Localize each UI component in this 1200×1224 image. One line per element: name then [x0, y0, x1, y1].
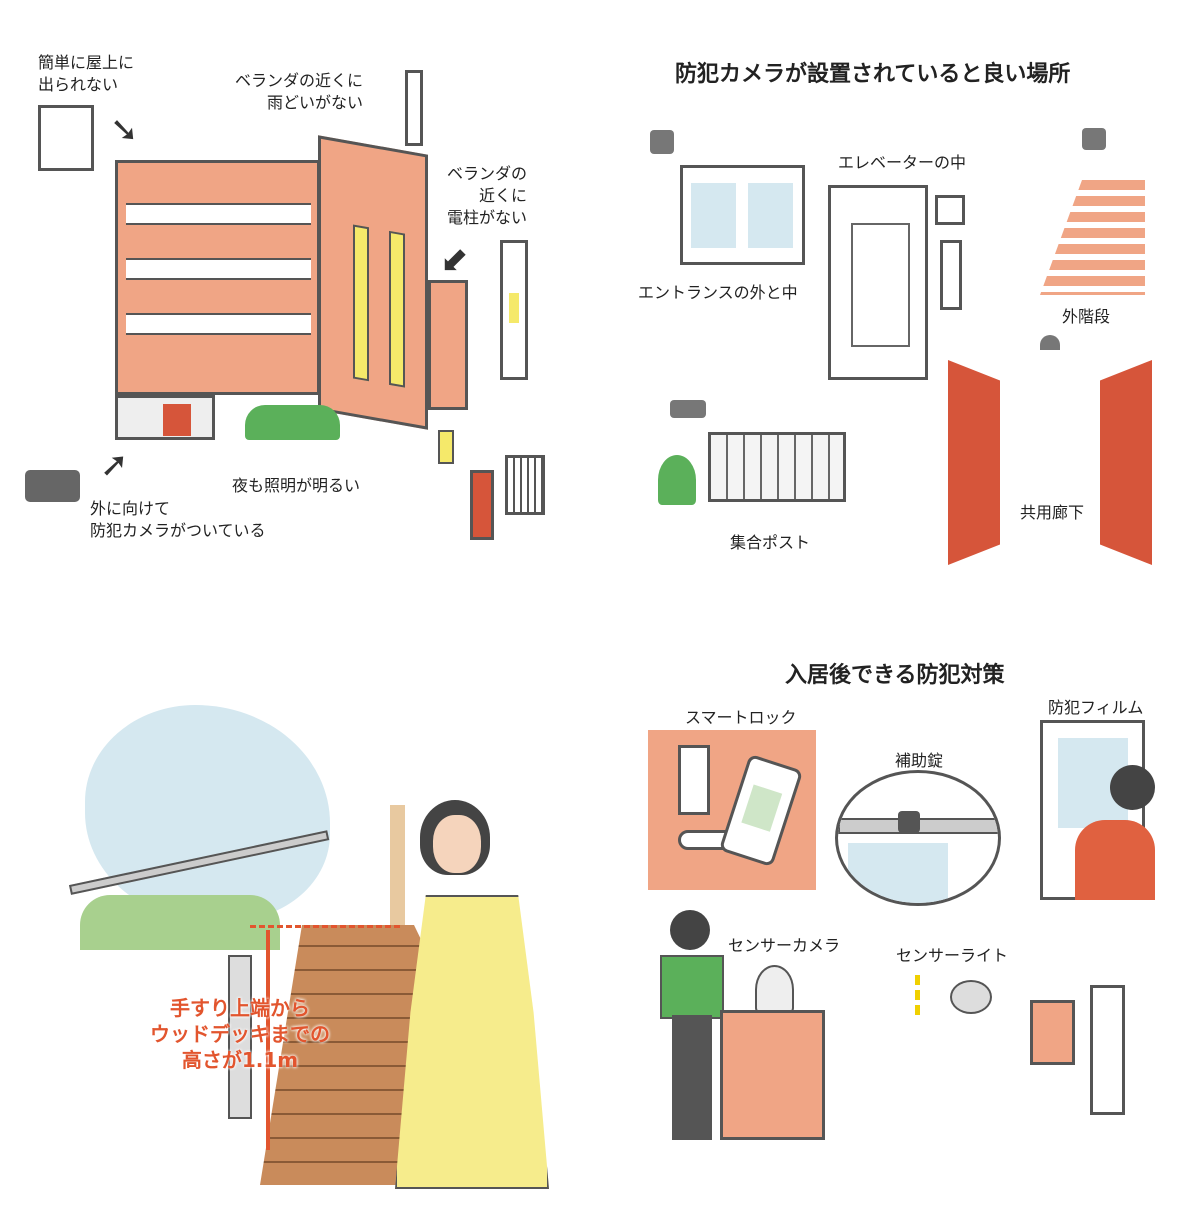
gutter-pipe-icon — [405, 70, 423, 146]
balcony — [428, 280, 468, 410]
corridor-door-right — [1100, 360, 1152, 565]
man-body — [1075, 820, 1155, 900]
label-elevator: エレベーターの中 — [838, 153, 967, 172]
elevator-mirror — [935, 195, 965, 225]
building-side — [318, 135, 428, 430]
arrow-icon: ➘ — [110, 110, 139, 150]
label-rooftop: 簡単に屋上に 出られない — [38, 53, 135, 94]
door — [470, 470, 494, 540]
security-camera-icon — [25, 470, 80, 502]
smartphone-icon — [718, 753, 804, 868]
hall-door — [1030, 1000, 1075, 1065]
panel-title: 防犯カメラが設置されていると良い場所 — [675, 62, 1071, 87]
man-head — [1110, 765, 1155, 810]
label-stairs: 外階段 — [1062, 307, 1111, 326]
trees — [80, 895, 280, 950]
shrub — [245, 405, 340, 440]
label-mailbox: 集合ポスト — [730, 533, 811, 552]
label-lighting: 夜も照明が明るい — [232, 476, 361, 495]
light-icon — [438, 430, 454, 464]
utility-pole — [500, 240, 528, 380]
lock-icon — [898, 811, 920, 833]
label-sensorcam: センサーカメラ — [728, 936, 841, 955]
sensor-light-icon — [950, 980, 992, 1014]
label-corridor: 共用廊下 — [1020, 503, 1085, 522]
cabinet — [720, 1010, 825, 1140]
panel-title: 入居後できる防犯対策 — [785, 663, 1005, 688]
label-auxlock: 補助錠 — [895, 751, 944, 770]
label-sensorlight: センサーライト — [896, 946, 1009, 965]
dome-camera-icon — [1040, 335, 1060, 350]
corridor-door-left — [948, 360, 1000, 565]
outdoor-stairs — [1040, 180, 1145, 295]
rooftop-door-icon — [38, 105, 94, 171]
boy-shirt — [660, 955, 724, 1019]
height-note: 手すり上端から ウッドデッキまでの 高さが1.1m — [150, 996, 330, 1072]
entrance — [115, 395, 215, 440]
camera-icon — [650, 130, 674, 154]
arrow-icon: ➚ — [100, 445, 129, 485]
plant — [658, 455, 696, 505]
building-front — [115, 160, 320, 395]
window — [505, 455, 545, 515]
label-gutter: ベランダの近くに 雨どいがない — [235, 71, 364, 112]
camera-icon — [670, 400, 706, 418]
label-camera: 外に向けて 防犯カメラがついている — [90, 499, 266, 540]
mailboxes — [708, 432, 846, 502]
label-smartlock: スマートロック — [685, 708, 797, 727]
sky — [85, 705, 330, 920]
entrance-doors — [680, 165, 805, 265]
sensor-camera-icon — [755, 965, 794, 1014]
hall-window — [1090, 985, 1125, 1115]
boy-pants — [672, 1015, 712, 1140]
boy-head — [670, 910, 710, 950]
height-arrow — [266, 930, 270, 1150]
label-entrance: エントランスの外と中 — [638, 283, 798, 302]
woman-face — [433, 815, 481, 873]
elevator-panel — [940, 240, 962, 310]
auxlock-zoom — [835, 770, 1001, 906]
label-pole: ベランダの 近くに 電柱がない — [447, 164, 528, 227]
label-film: 防犯フィルム — [1048, 698, 1144, 717]
smartlock-door — [648, 730, 816, 890]
light-rays — [915, 975, 950, 1015]
height-dashed-line — [250, 925, 400, 928]
camera-icon — [1082, 128, 1106, 150]
arrow-icon: ⬋ — [440, 240, 469, 280]
railing-post — [228, 955, 252, 1119]
elevator — [828, 185, 928, 380]
pillar — [390, 805, 405, 925]
